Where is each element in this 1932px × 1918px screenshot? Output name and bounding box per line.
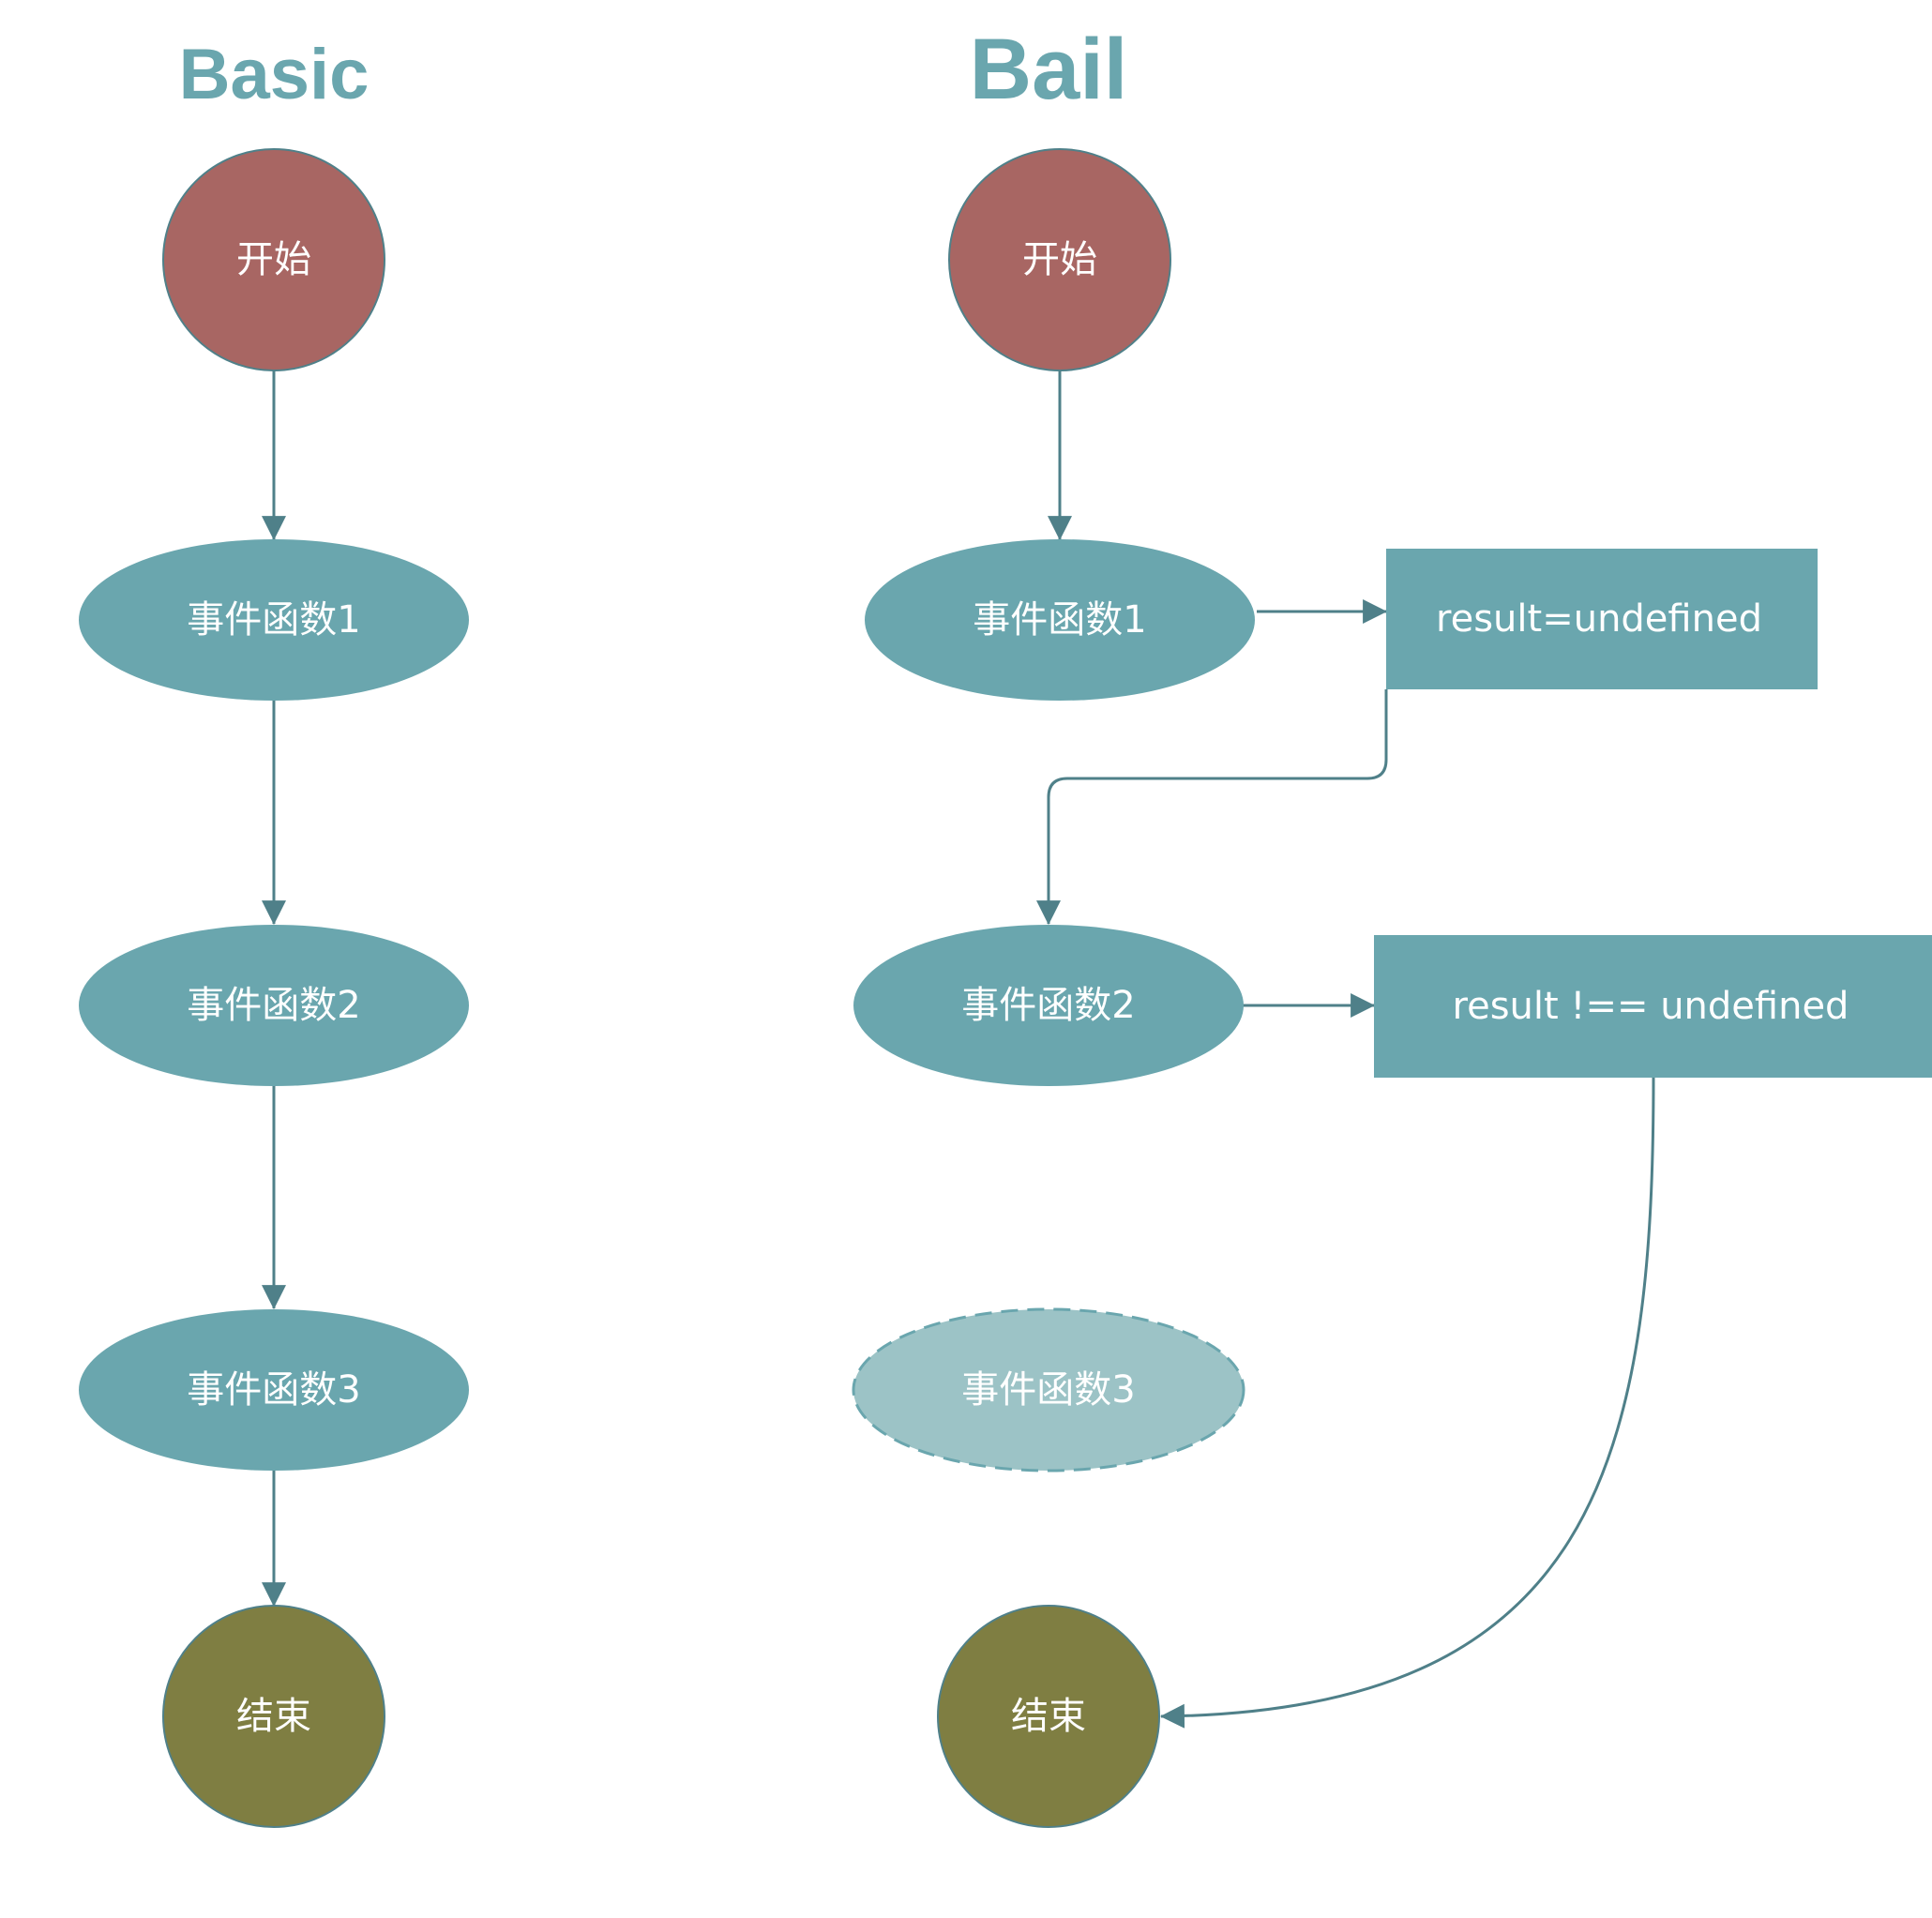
bail-cond2-label: result !== undefined xyxy=(1453,985,1849,1028)
basic-end-label: 结束 xyxy=(236,1695,311,1738)
bail-cond1-label: result=undefined xyxy=(1436,597,1762,641)
basic-step2-label: 事件函数2 xyxy=(187,984,360,1027)
bail-step3-label: 事件函数3 xyxy=(961,1368,1135,1412)
bail-cond1-box: result=undefined xyxy=(1386,549,1818,689)
bail-end-node: 结束 xyxy=(937,1605,1160,1828)
basic-start-node: 开始 xyxy=(162,148,385,371)
basic-end-node: 结束 xyxy=(162,1605,385,1828)
basic-step1-label: 事件函数1 xyxy=(187,598,360,642)
bail-start-label: 开始 xyxy=(1022,238,1097,281)
bail-step1-label: 事件函数1 xyxy=(973,598,1146,642)
basic-title: Basic xyxy=(179,35,370,114)
bail-step1-node: 事件函数1 xyxy=(865,539,1255,701)
basic-step3-node: 事件函数3 xyxy=(79,1309,469,1471)
bail-edge-cond2-end xyxy=(1159,1076,1655,1729)
basic-step1-node: 事件函数1 xyxy=(79,539,469,701)
bail-cond2-box: result !== undefined xyxy=(1374,935,1932,1078)
basic-step3-label: 事件函数3 xyxy=(187,1368,360,1412)
bail-step2-label: 事件函数2 xyxy=(961,984,1135,1027)
basic-start-label: 开始 xyxy=(236,238,311,281)
bail-step2-node: 事件函数2 xyxy=(853,925,1244,1086)
bail-edge-cond1-step2 xyxy=(1036,689,1388,926)
basic-step2-node: 事件函数2 xyxy=(79,925,469,1086)
bail-step3-node-skipped: 事件函数3 xyxy=(852,1307,1245,1472)
bail-start-node: 开始 xyxy=(948,148,1171,371)
bail-title: Bail xyxy=(970,22,1128,117)
bail-end-label: 结束 xyxy=(1011,1695,1086,1738)
